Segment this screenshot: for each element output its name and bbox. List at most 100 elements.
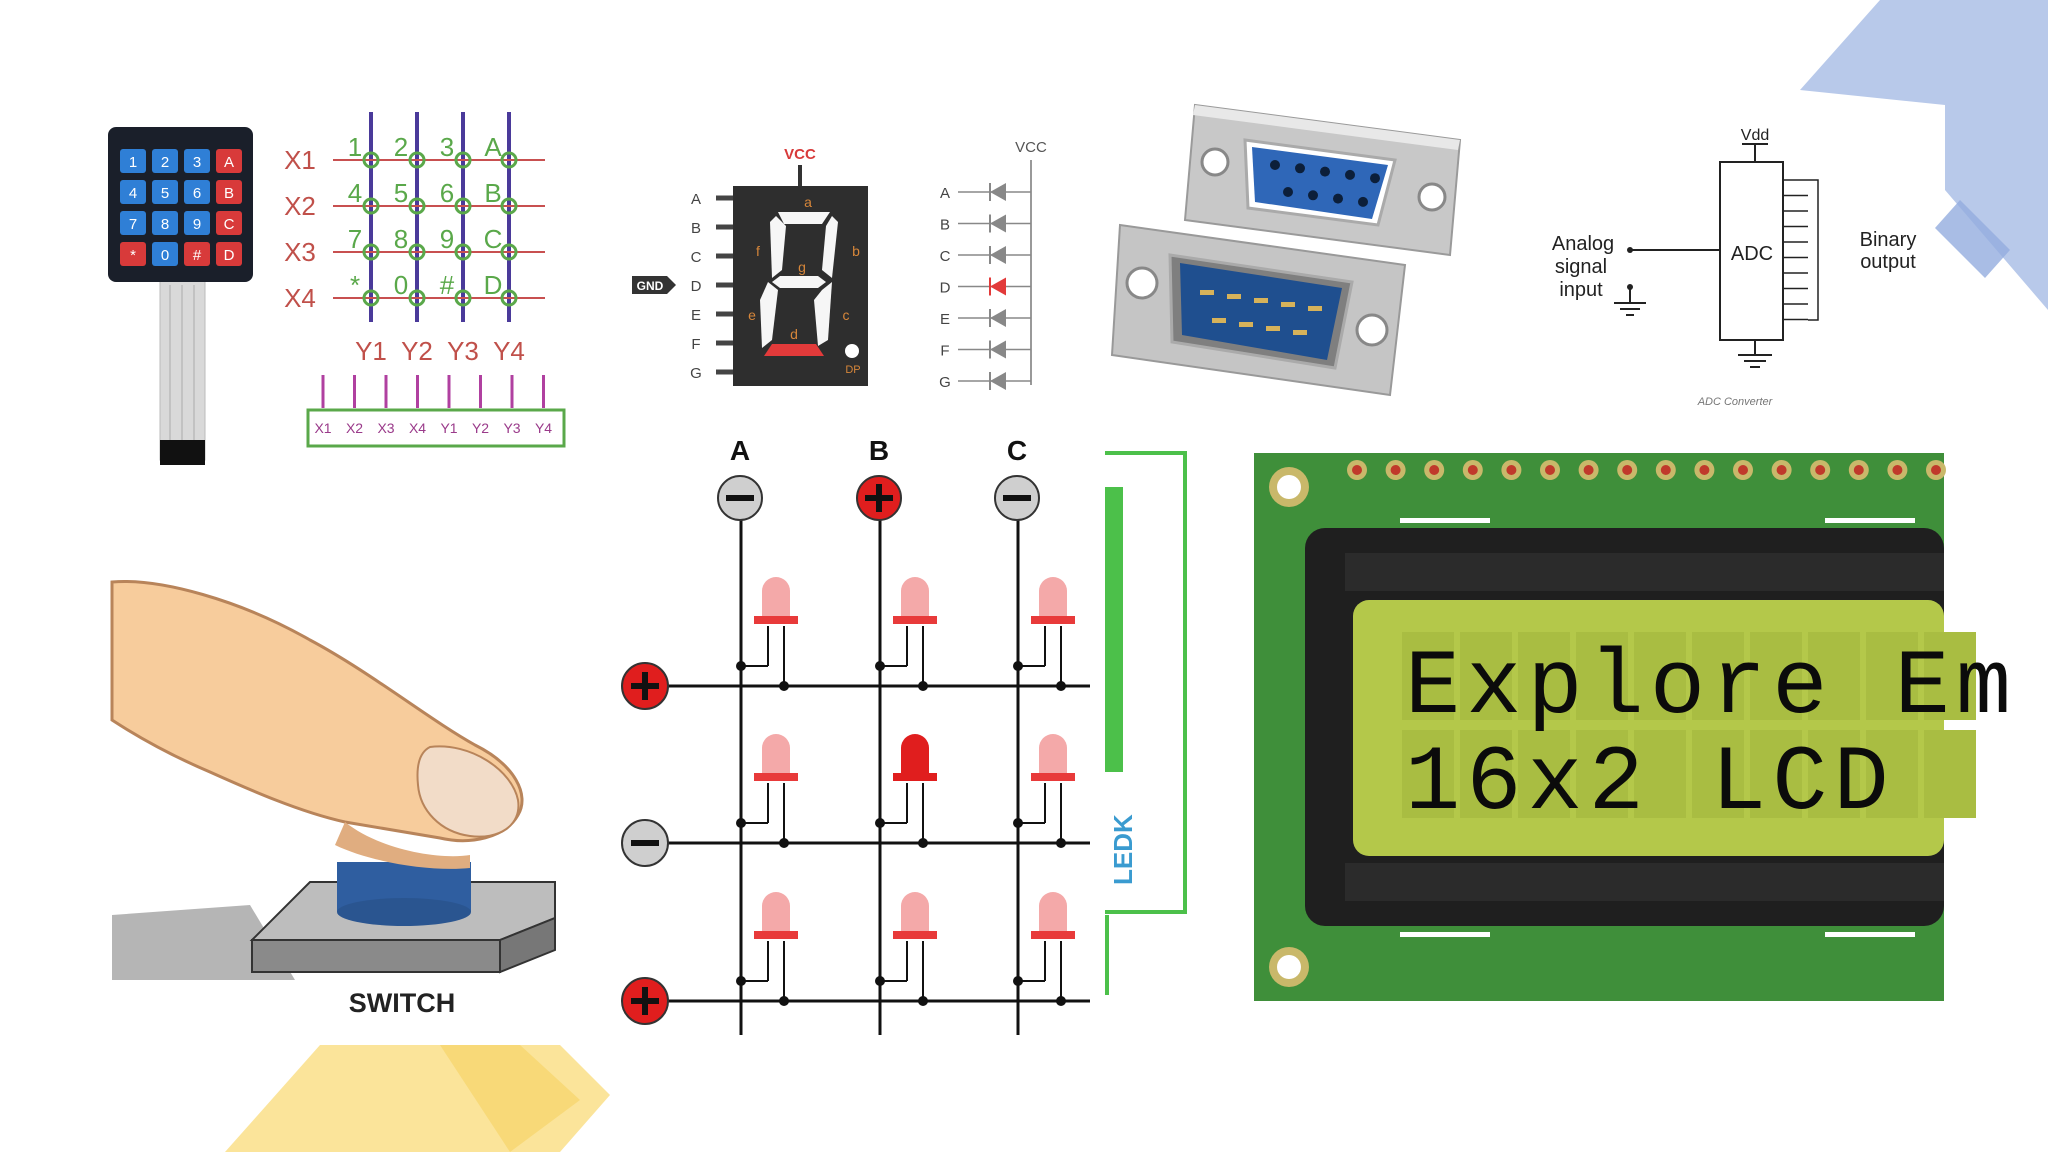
lcd-header-hole (1699, 465, 1710, 475)
deco-blue-diamond (1935, 200, 2010, 278)
keypad-key (216, 149, 242, 173)
ledm-led-base (893, 931, 937, 939)
keypad-key (184, 149, 210, 173)
keypad-key (184, 180, 210, 204)
ledm-led-base (893, 773, 937, 781)
lcd-header-hole (1738, 465, 1748, 475)
ledm-led-base (1031, 931, 1075, 939)
pin-label: X2 (346, 420, 363, 436)
matrix-node (454, 243, 472, 261)
keypad-key (216, 242, 242, 266)
seg-pin-label: E (691, 307, 701, 324)
lcd-cells (1402, 632, 1976, 818)
lcd-header-hole (1892, 465, 1903, 475)
matrix-node (362, 289, 380, 307)
matrix-node (454, 151, 472, 169)
matrix-char: 5 (394, 178, 408, 208)
matrix-char: A (484, 132, 502, 162)
matrix-char: B (484, 178, 501, 208)
matrix-char: 9 (440, 224, 454, 254)
keypad-key-label: # (193, 247, 202, 264)
ledm-junction (736, 976, 746, 986)
pin-label: Y1 (440, 420, 457, 436)
keypad-key (120, 211, 146, 235)
matrix-row-label: X2 (284, 191, 316, 221)
keypad-key (216, 180, 242, 204)
db9-hole (1283, 187, 1293, 197)
ledm-led-base (754, 931, 798, 939)
seg-segment-d (764, 344, 824, 356)
ledm-led (901, 577, 929, 616)
keypad-key-label: B (224, 185, 234, 202)
ledm-junction (1013, 976, 1023, 986)
lcd-cell (1460, 632, 1512, 720)
seg-letter: g (798, 259, 806, 275)
matrix-char: C (484, 224, 503, 254)
seg-letter: d (790, 326, 798, 342)
ledm-junction (779, 996, 789, 1006)
db9-pin (1308, 306, 1322, 311)
db9-connectors (1110, 103, 1462, 397)
lcd-header-hole (1506, 465, 1517, 475)
keypad-key-label: A (224, 154, 234, 171)
ledm-col-label: B (869, 435, 889, 466)
led-seg-diode (990, 183, 1006, 201)
matrix-col-label: Y1 (355, 336, 387, 366)
lcd-cell (1518, 730, 1570, 818)
ledm-junction (736, 818, 746, 828)
ledm-junction (875, 818, 885, 828)
lcd-header-hole (1776, 465, 1787, 475)
seg-dp-dot (845, 344, 859, 358)
adc-input-label-3: input (1559, 279, 1603, 301)
ledm-led-base (754, 773, 798, 781)
pin-label: Y3 (503, 420, 520, 436)
ledm-led (1039, 892, 1067, 931)
db9-pin (1239, 322, 1253, 327)
ledm-led-base (893, 616, 937, 624)
matrix-char: 1 (348, 132, 362, 162)
adc-diagram: Vdd ADC Binary output Analog signal inpu… (1552, 127, 1916, 408)
seg-segment-e (760, 282, 778, 348)
adc-output-lines (1783, 179, 1808, 321)
seg-segment-a (778, 212, 830, 224)
db9-hole (1308, 190, 1318, 201)
seg-segment-b (822, 216, 838, 278)
lcd-cell (1576, 730, 1628, 818)
lcd-cell (1576, 632, 1628, 720)
lcd-cell (1750, 632, 1802, 720)
led-seg-label: A (940, 185, 950, 202)
matrix-node (362, 151, 380, 169)
matrix-char: D (484, 270, 503, 300)
lcd-cell (1924, 632, 1976, 720)
switch-label: SWITCH (349, 988, 455, 1018)
seg-pin-label: A (691, 191, 701, 208)
db9-hole (1270, 160, 1280, 170)
matrix-node (500, 289, 518, 307)
matrix-char: 3 (440, 132, 454, 162)
lcd-cell (1518, 632, 1570, 720)
adc-vdd-label: Vdd (1741, 127, 1769, 144)
pin-label: X4 (409, 420, 426, 436)
pin-label: X1 (314, 420, 331, 436)
matrix-char: # (440, 270, 455, 300)
ledm-terminal-bar (642, 987, 648, 1015)
matrix-char: 8 (394, 224, 408, 254)
led-vcc-label: VCC (1015, 139, 1047, 156)
led-seg-diode (990, 214, 1006, 233)
ledm-junction (918, 838, 928, 848)
seg-dp-label: DP (845, 364, 860, 376)
keypad-key-label: 4 (129, 185, 137, 202)
decor-bottom-left (225, 1045, 610, 1152)
db9-hole (1370, 173, 1380, 184)
seg-segment-c (814, 282, 832, 346)
seg-pin-label: D (691, 278, 702, 295)
led-seg-label: F (940, 343, 949, 360)
lcd-cell (1808, 632, 1860, 720)
